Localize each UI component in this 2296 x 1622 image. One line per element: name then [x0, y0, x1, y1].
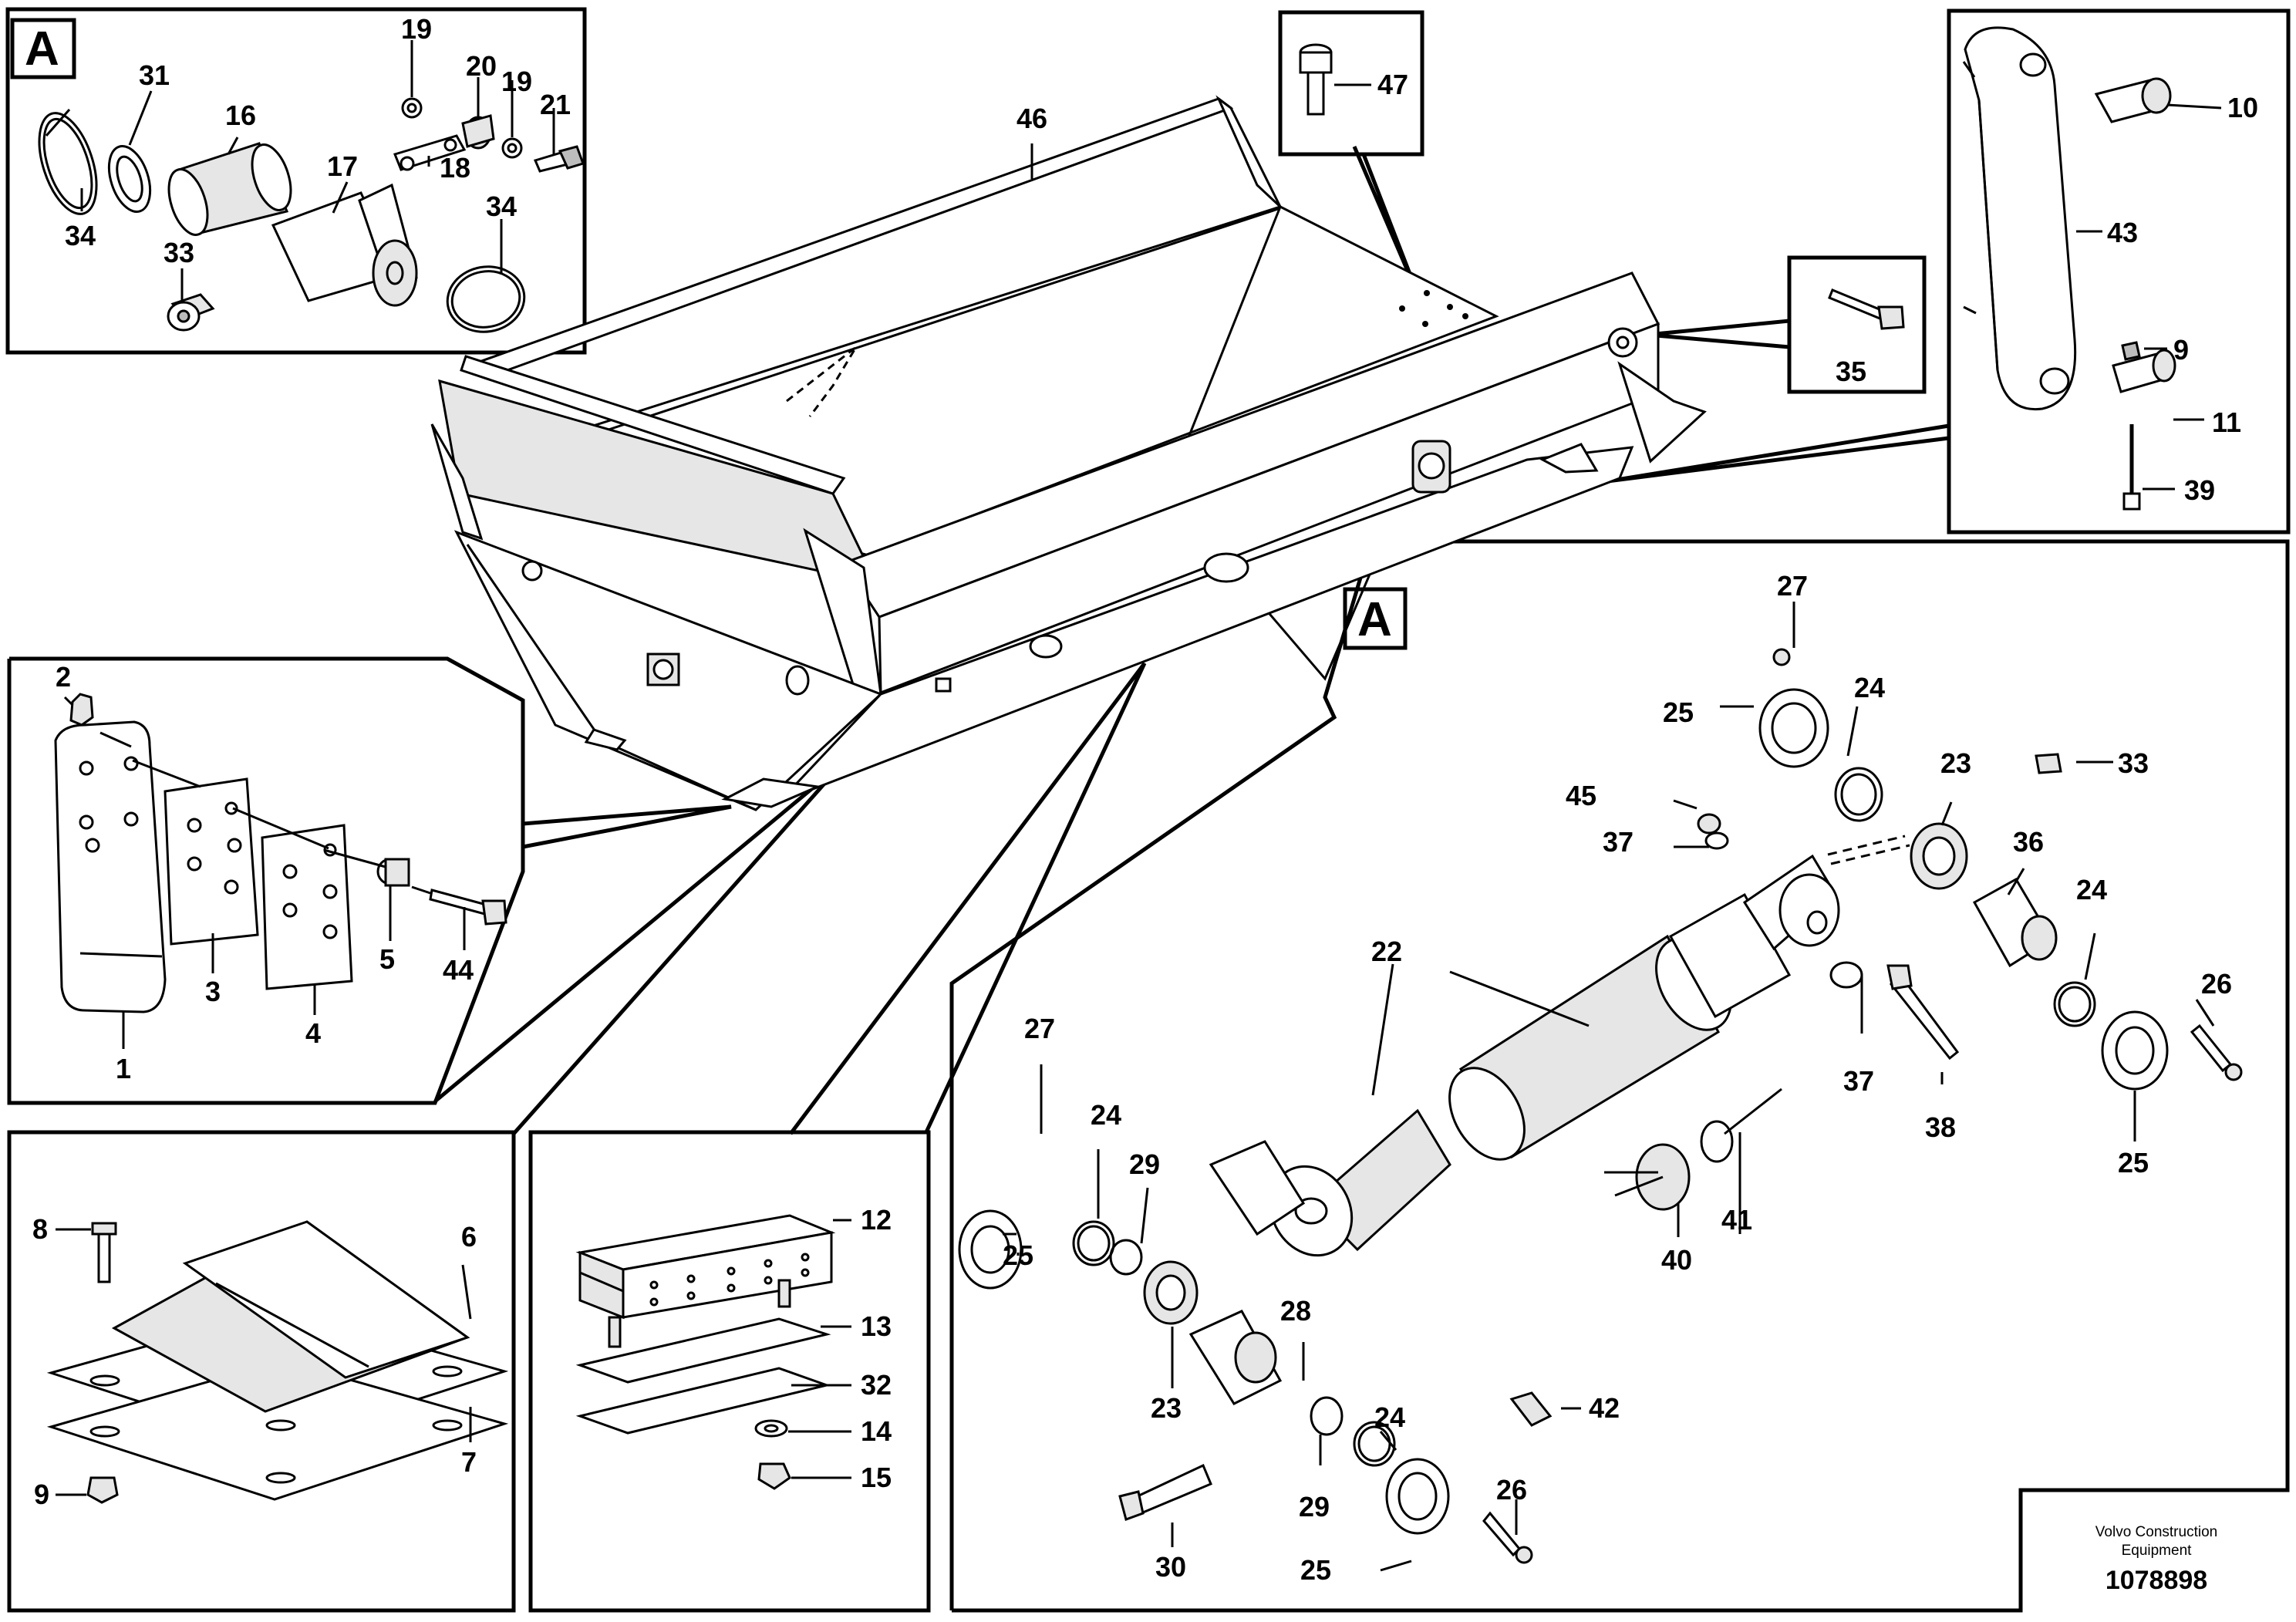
- label-12: 12: [861, 1204, 892, 1236]
- label-14: 14: [861, 1415, 892, 1447]
- label-8: 8: [32, 1213, 48, 1245]
- label-27a: 27: [1777, 570, 1808, 602]
- label-28: 28: [1280, 1295, 1311, 1327]
- dump-body: [430, 95, 1707, 811]
- label-3: 3: [205, 976, 221, 1007]
- label-18: 18: [440, 152, 470, 184]
- detail-a-callout-marker: A: [1357, 593, 1392, 646]
- label-9a: 9: [2173, 334, 2189, 366]
- label-17: 17: [327, 150, 358, 182]
- label-23b: 23: [1151, 1392, 1182, 1424]
- label-24b: 24: [2076, 874, 2107, 905]
- label-44: 44: [443, 954, 474, 986]
- detail-a-marker: A: [25, 22, 59, 76]
- company-name-line2: Equipment: [2122, 1543, 2193, 1559]
- label-37a: 37: [1603, 826, 1633, 858]
- label-9b: 9: [34, 1479, 49, 1510]
- detail-leader-wedges: [433, 146, 1950, 1135]
- label-32: 32: [861, 1369, 892, 1401]
- buffer-detail-frame: [7, 1130, 516, 1613]
- cylinder-detail-parts: 27 25 24 33 45 37 23 36 24 26 22 37 38 2…: [958, 570, 2243, 1586]
- label-2: 2: [56, 661, 71, 693]
- label-38: 38: [1925, 1111, 1956, 1143]
- label-33a: 33: [164, 237, 194, 268]
- label-47: 47: [1377, 69, 1408, 100]
- label-29b: 29: [1299, 1491, 1330, 1523]
- bolt-47: 47: [1299, 43, 1408, 116]
- label-29a: 29: [1129, 1148, 1160, 1180]
- label-21: 21: [540, 89, 571, 120]
- label-25d: 25: [1300, 1554, 1331, 1586]
- pad-detail-parts: 2 1 3 4 5 44: [54, 661, 507, 1084]
- label-5: 5: [379, 943, 395, 975]
- bolt-35-frame: [1787, 255, 1927, 394]
- label-25b: 25: [2118, 1147, 2149, 1179]
- link-arm: 10 43 9 11 39: [1962, 26, 2258, 511]
- label-42: 42: [1589, 1392, 1620, 1424]
- label-20: 20: [466, 50, 497, 82]
- label-34a: 34: [65, 220, 96, 251]
- label-4: 4: [305, 1017, 321, 1049]
- label-19b: 19: [501, 66, 532, 97]
- title-block: Volvo Construction Equipment 1078898: [2095, 1524, 2217, 1595]
- label-40: 40: [1661, 1244, 1692, 1276]
- label-25c: 25: [1003, 1239, 1033, 1271]
- label-16: 16: [225, 99, 256, 131]
- label-43: 43: [2107, 217, 2138, 248]
- label-23a: 23: [1940, 747, 1971, 779]
- label-7: 7: [461, 1446, 477, 1478]
- detail-a-frame: A: [5, 7, 587, 355]
- label-13: 13: [861, 1310, 892, 1342]
- label-26b: 26: [1496, 1474, 1527, 1506]
- company-name: Volvo Construction: [2095, 1524, 2217, 1540]
- pad-detail-frame: [7, 656, 525, 1105]
- label-30: 30: [1155, 1551, 1186, 1583]
- label-22: 22: [1371, 936, 1402, 967]
- label-37b: 37: [1843, 1065, 1874, 1097]
- label-46: 46: [1017, 103, 1047, 134]
- label-27b: 27: [1024, 1013, 1055, 1044]
- label-11: 11: [2212, 406, 2241, 438]
- label-36: 36: [2013, 826, 2044, 858]
- detail-a-labels: 19 20 19 21 31 16 17 18 34 34 33: [65, 13, 571, 268]
- label-6: 6: [461, 1221, 477, 1253]
- drawing-number: 1078898: [2106, 1566, 2207, 1595]
- label-24a: 24: [1854, 672, 1885, 703]
- label-33b: 33: [2118, 747, 2149, 779]
- cylinder-detail-frame: A: [949, 539, 2290, 1613]
- label-46-group: 46: [1017, 103, 1047, 179]
- label-41: 41: [1721, 1204, 1752, 1236]
- buffer-detail-parts: 8 6 9 7: [32, 1213, 509, 1510]
- label-39: 39: [2184, 474, 2215, 506]
- label-26a: 26: [2201, 968, 2232, 1000]
- label-1: 1: [116, 1053, 131, 1084]
- label-31: 31: [139, 59, 170, 91]
- label-45: 45: [1566, 780, 1596, 811]
- label-24d: 24: [1374, 1401, 1405, 1433]
- label-10: 10: [2227, 92, 2258, 123]
- bolt-35: 35: [1828, 288, 1905, 387]
- label-15: 15: [861, 1462, 892, 1493]
- detail-a-parts: [38, 40, 585, 333]
- label-35: 35: [1836, 356, 1866, 387]
- label-24c: 24: [1091, 1099, 1121, 1131]
- label-19a: 19: [401, 13, 432, 45]
- link-arm-frame: [1947, 8, 2291, 534]
- label-34b: 34: [486, 191, 517, 222]
- label-25a: 25: [1663, 696, 1694, 728]
- block-detail-parts: 12 13 32 14 15: [575, 1204, 892, 1493]
- bolt-47-frame: [1278, 10, 1424, 157]
- block-detail-frame: [528, 1130, 931, 1613]
